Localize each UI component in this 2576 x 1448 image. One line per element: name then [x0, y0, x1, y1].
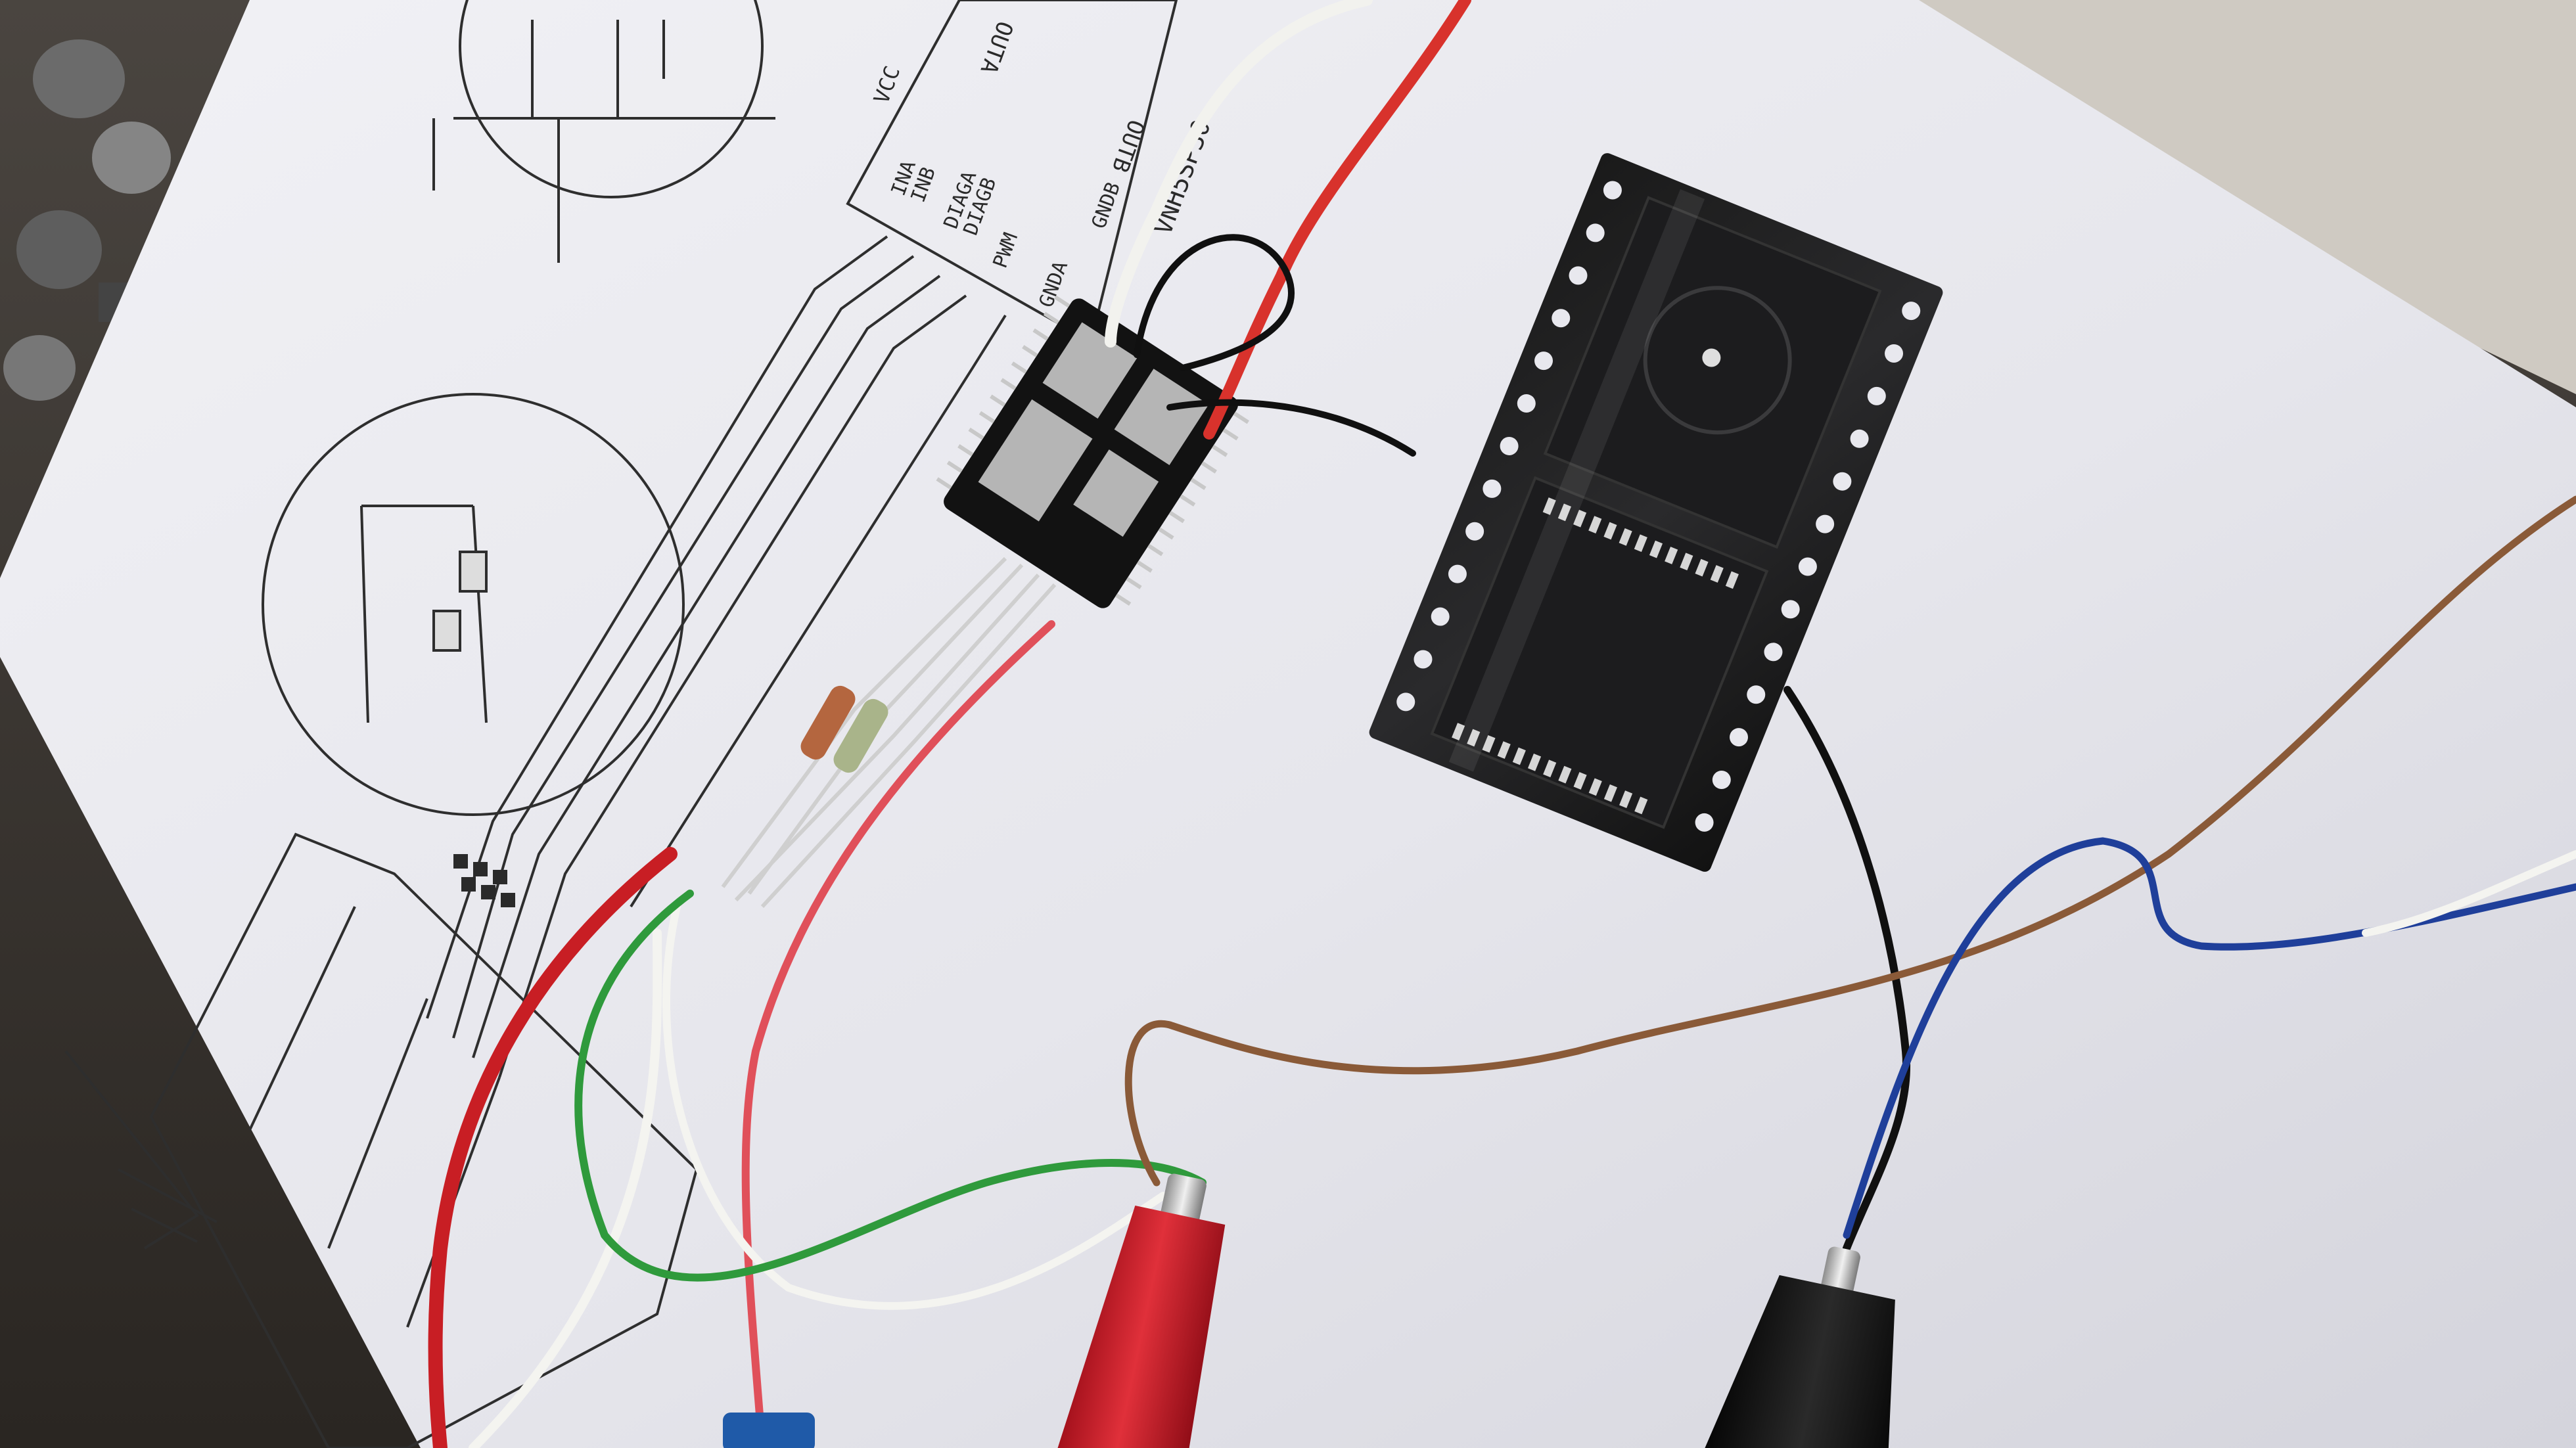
- black-wire-down: [1783, 686, 1911, 1252]
- tray-sprocket-holes: [1396, 181, 1921, 832]
- breakout-chip: [936, 295, 1249, 608]
- red-wire-thick: [428, 847, 678, 1448]
- red-wire-top: [1203, 0, 1471, 440]
- pin-header: [453, 854, 515, 907]
- black-wire-chip: [1166, 399, 1416, 457]
- white-wire-top: [1105, 0, 1373, 348]
- black-alligator-clip: [1699, 1246, 1895, 1448]
- green-wire: [574, 890, 1207, 1282]
- spare-chip-tray: [1369, 153, 1943, 872]
- spare-chip-upper: [1543, 196, 1882, 549]
- wires: [428, 0, 2576, 1448]
- chip-leads: [721, 556, 1057, 909]
- brown-wire: [1124, 495, 2576, 1187]
- red-alligator-clip: [1055, 1173, 1226, 1448]
- red-wire-left: [741, 620, 1055, 1448]
- white-wire-clip: [662, 903, 1167, 1310]
- blue-part: [723, 1413, 815, 1448]
- schematic-drawing: [64, 0, 1178, 1448]
- resistors: [800, 685, 888, 773]
